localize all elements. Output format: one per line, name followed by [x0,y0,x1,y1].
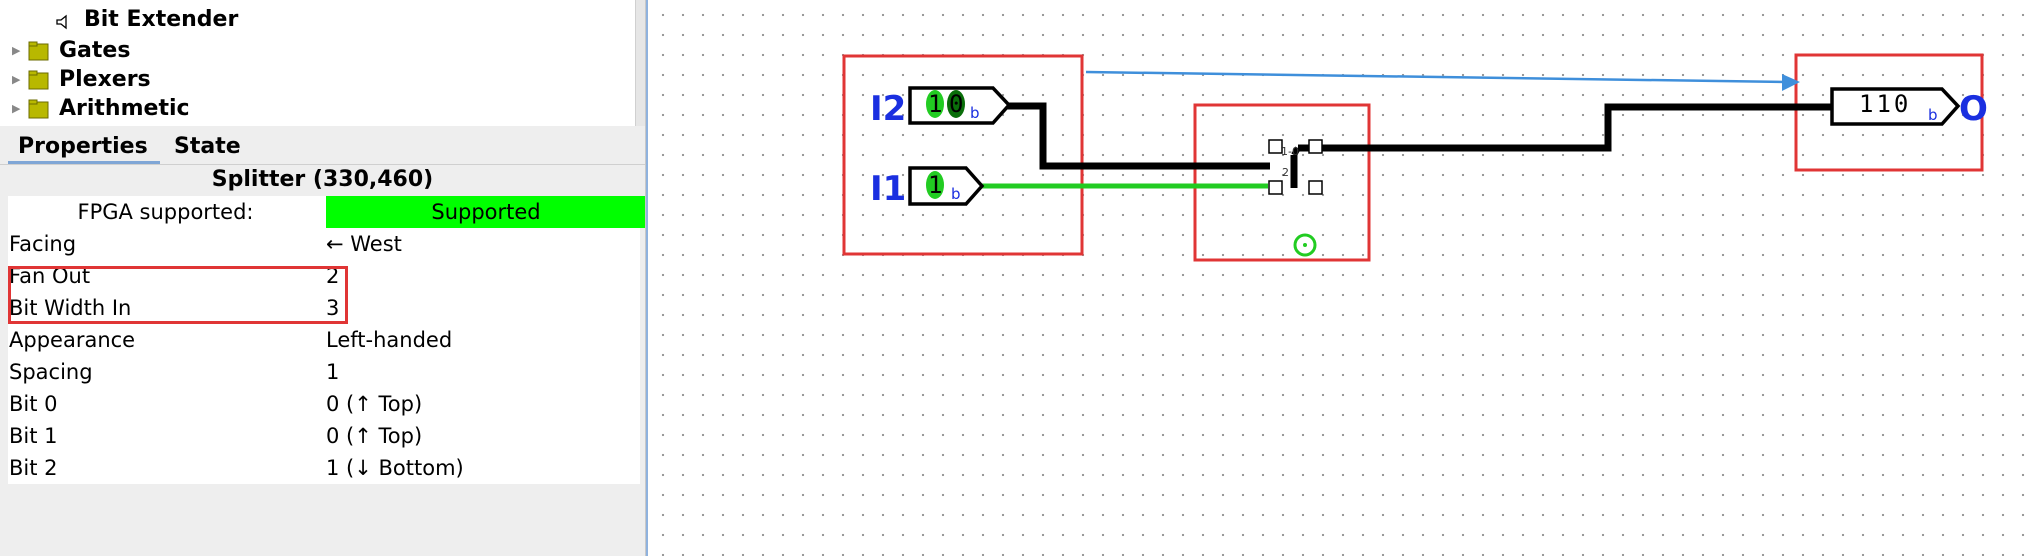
property-key: Bit 1 [9,424,58,448]
pin-i2-bit-0: 0 [949,90,963,118]
splitter-port-bit-1-0[interactable] [1268,139,1283,154]
circuit-canvas[interactable]: 1-0 2 I2 1 0 b I1 1 b 110 b O [646,0,2025,556]
pin-i2-bit-1: 1 [928,90,942,118]
highlight-box-output [1794,53,1984,172]
property-row-fpga: FPGA supported: Supported [8,196,645,228]
tab-state[interactable]: State [174,134,241,159]
circuit-diagram: 1-0 2 I2 1 0 b I1 1 b 110 b O [842,53,1988,262]
splitter-port-bit-2[interactable] [1268,180,1283,195]
tree-item-label: Gates [59,38,131,63]
property-value[interactable]: 1 [326,360,340,384]
pin-i1-bit-0: 1 [928,171,942,199]
wire-i2-bus[interactable] [996,102,1270,170]
output-value: 110 [1859,90,1911,118]
property-value[interactable]: 1 (↓ Bottom) [326,456,464,480]
bit-led-off [947,90,965,118]
tree-item-bit-extender[interactable]: Bit Extender [0,5,620,34]
property-row-appearance[interactable]: Appearance Left-handed [8,324,640,356]
expand-arrow-icon[interactable]: ▶ [12,102,21,115]
highlight-box-splitter [1193,103,1371,262]
splitter-fan [1291,146,1301,157]
output-pin-o[interactable] [1830,87,1961,126]
tree-item-label: Bit Extender [84,7,239,32]
property-row-fan-out[interactable]: Fan Out 2 [8,260,640,292]
property-value[interactable]: 0 (↑ Top) [326,424,423,448]
pin-label-i2: I2 [870,89,906,129]
arrow-head-icon [1782,74,1800,91]
output-base: b [1928,106,1938,124]
highlight-box-inputs [842,54,1084,256]
property-key: Spacing [9,360,93,384]
tree-scrollbar[interactable] [635,0,645,126]
component-tree: Bit Extender ▶ Gates ▶ Plexers ▶ Arithme… [0,0,635,126]
folder-icon [28,99,49,119]
tree-item-gates[interactable]: ▶ Gates [0,36,620,65]
property-value[interactable]: ← West [326,232,402,256]
pin-label-i1: I1 [870,169,906,209]
property-key: Appearance [9,328,136,352]
property-row-bit-0[interactable]: Bit 0 0 (↑ Top) [8,388,640,420]
property-value[interactable]: 3 [326,296,340,320]
annotation-arrow [1085,70,1789,84]
bit-led-on [926,90,944,118]
property-key: Facing [9,232,77,256]
input-pin-i1[interactable] [908,166,985,206]
tree-item-label: Plexers [59,67,151,92]
expand-arrow-icon[interactable]: ▶ [12,44,21,57]
bit-led-on [926,171,944,199]
pin-i1-base: b [951,185,961,203]
bit-extender-icon [55,11,71,30]
wire-output-bus[interactable] [1298,103,1832,152]
property-key: Bit 2 [9,456,58,480]
property-row-facing[interactable]: Facing ← West [8,228,640,260]
folder-icon [28,41,49,61]
fpga-status-badge: Supported [326,196,645,228]
component-title: Splitter (330,460) [211,167,434,192]
property-key: FPGA supported: [77,200,254,224]
property-value[interactable]: Left-handed [326,328,453,352]
splitter-label-b1: 1-0 [1281,145,1299,158]
expand-arrow-icon[interactable]: ▶ [12,73,21,86]
left-panel: Bit Extender ▶ Gates ▶ Plexers ▶ Arithme… [0,0,646,556]
splitter-label-b2: 2 [1282,166,1289,179]
properties-table: FPGA supported: Supported Facing ← West … [8,196,645,484]
tree-item-plexers[interactable]: ▶ Plexers [0,65,620,94]
folder-icon [28,70,49,90]
tab-bar: Properties State [0,130,645,165]
splitter-anchor-icon [1293,233,1317,257]
property-row-bit-2[interactable]: Bit 2 1 (↓ Bottom) [8,452,640,484]
property-key: Bit 0 [9,392,58,416]
splitter-port-unused[interactable] [1308,180,1323,195]
property-key: Bit Width In [9,296,132,320]
property-value[interactable]: 2 [326,264,340,288]
tree-item-arithmetic[interactable]: ▶ Arithmetic [0,94,620,123]
splitter-anchor-dot [1303,243,1307,247]
property-value[interactable]: 0 (↑ Top) [326,392,423,416]
tab-properties[interactable]: Properties [8,130,160,164]
property-row-bit-width-in[interactable]: Bit Width In 3 [8,292,640,324]
pin-i2-base: b [970,104,980,122]
tree-item-label: Arithmetic [59,96,190,121]
splitter-port-combined[interactable] [1308,139,1323,154]
property-row-spacing[interactable]: Spacing 1 [8,356,640,388]
property-row-bit-1[interactable]: Bit 1 0 (↑ Top) [8,420,640,452]
pin-label-o: O [1959,89,1988,129]
property-key: Fan Out [9,264,91,288]
